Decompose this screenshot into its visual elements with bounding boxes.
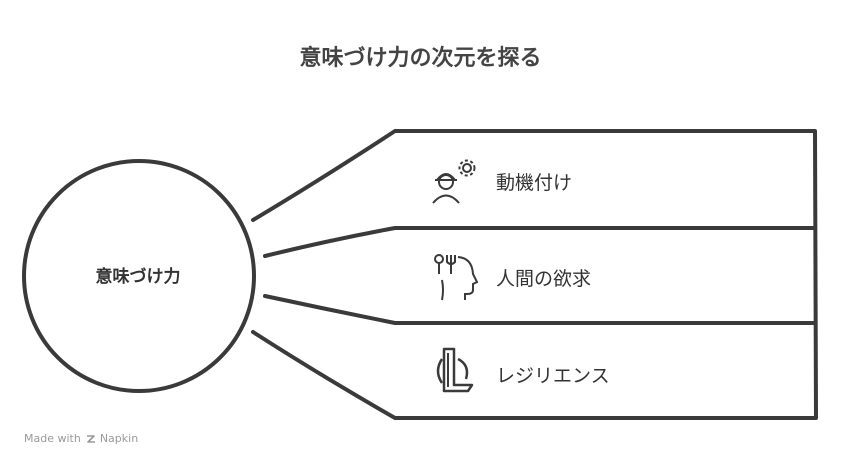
center-circle [22, 159, 256, 393]
worker-gear-icon [430, 158, 480, 210]
page-title: 意味づけ力の次元を探る [299, 46, 542, 71]
footer-attribution: Made with Napkin [24, 432, 138, 445]
connector-top [251, 129, 397, 222]
item-label-resilience: レジリエンス [496, 365, 610, 387]
resilience-emblem-icon [432, 345, 478, 399]
connector-mid-upper [263, 226, 397, 258]
item-label-human-needs: 人間の欲求 [496, 268, 592, 290]
connector-mid-lower [263, 294, 397, 325]
band-box [395, 129, 818, 420]
head-fork-knife-icon [430, 252, 480, 306]
footer-brand-name: Napkin [99, 432, 139, 445]
item-label-motivation: 動機付け [496, 172, 573, 194]
center-label: 意味づけ力 [95, 267, 181, 287]
napkin-logo-icon [86, 434, 95, 443]
footer-brand: Napkin [85, 432, 138, 445]
footer-made-with: Made with [24, 432, 81, 445]
connector-bottom [251, 330, 397, 420]
